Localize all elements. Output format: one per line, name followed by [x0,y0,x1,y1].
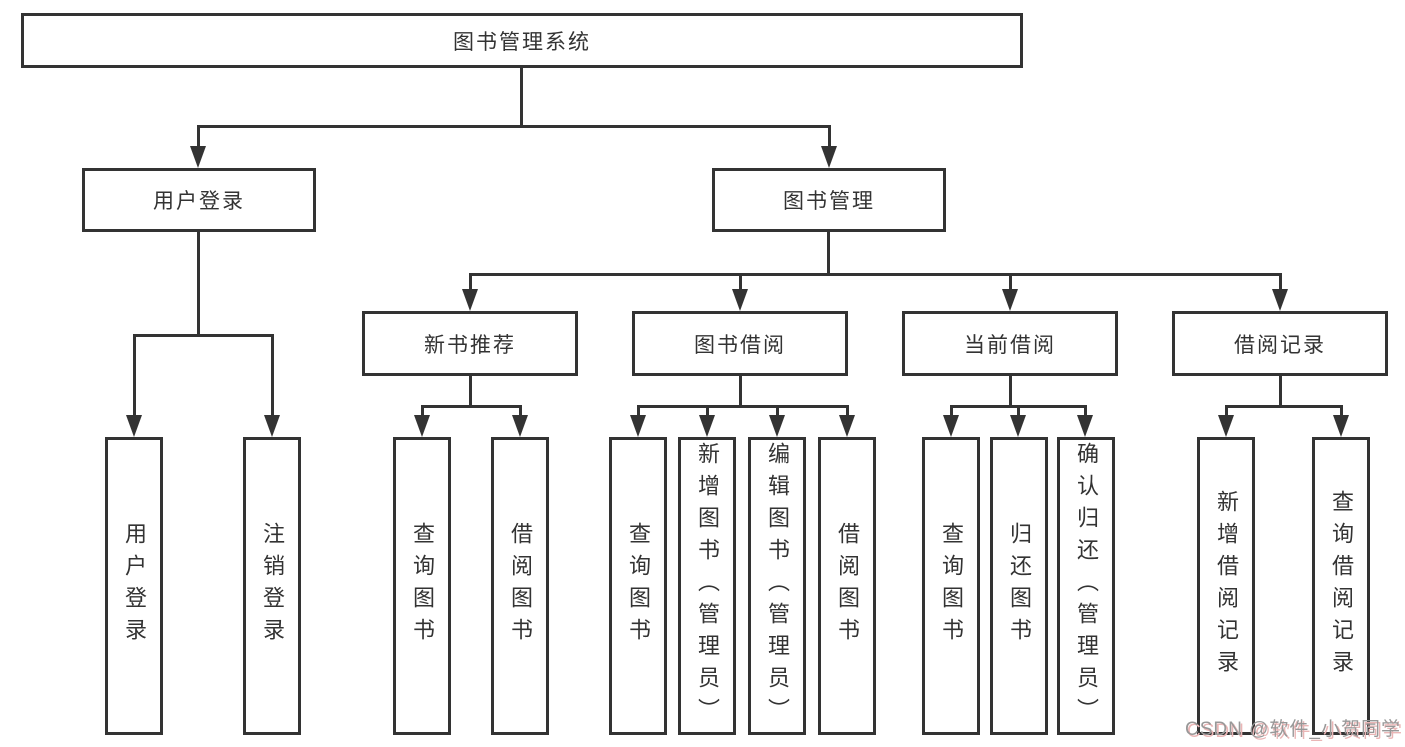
node-new-book-recommend: 新书推荐 [362,311,578,376]
connector-line [271,334,274,417]
connector-arrow [414,415,430,437]
node-new-book-recommend-label: 新书推荐 [424,333,516,357]
connector-arrow [769,415,785,437]
node-current-borrow-label: 当前借阅 [964,333,1056,357]
connector-arrow [1010,415,1026,437]
connector-arrow [1218,415,1234,437]
leaf-logout: 注销登录 [243,437,301,735]
connector-line [197,232,200,334]
node-borrow-records-label: 借阅记录 [1234,333,1326,357]
connector-arrow [1077,415,1093,437]
node-book-management: 图书管理 [712,168,946,232]
leaf-logout-label: 注销登录 [260,522,285,650]
node-user-login-label: 用户登录 [153,190,245,213]
connector-line [197,125,200,148]
connector-line [637,405,849,408]
connector-arrow [190,146,206,168]
connector-line [739,273,742,293]
connector-arrow [126,415,142,437]
leaf-add-book-admin-label: 新增图书（管理员） [695,442,720,730]
connector-line [1225,405,1343,408]
connector-line [421,405,522,408]
connector-line [1009,376,1012,405]
connector-arrow [821,146,837,168]
connector-line [828,125,831,148]
connector-line [197,125,831,128]
connector-arrow [630,415,646,437]
node-current-borrow: 当前借阅 [902,311,1118,376]
leaf-query-books-borrow: 查询图书 [609,437,667,735]
connector-arrow [943,415,959,437]
connector-line [1084,405,1087,417]
connector-arrow [1272,289,1288,311]
connector-line [469,273,1282,276]
connector-line [1340,405,1343,417]
connector-line [739,376,742,405]
leaf-confirm-return-admin: 确认归还（管理员） [1057,437,1115,735]
node-book-borrow-label: 图书借阅 [694,333,786,357]
leaf-query-borrow-record: 查询借阅记录 [1312,437,1370,735]
connector-arrow [1333,415,1349,437]
node-user-login: 用户登录 [82,168,316,232]
leaf-query-books-recommend-label: 查询图书 [410,522,435,650]
leaf-add-borrow-record: 新增借阅记录 [1197,437,1255,735]
connector-line [421,405,424,417]
watermark: CSDN @软件_小贺同学 [1185,719,1401,740]
connector-line [469,273,472,293]
leaf-user-login-label: 用户登录 [122,522,147,650]
connector-line [846,405,849,417]
leaf-query-books-borrow-label: 查询图书 [626,522,651,650]
node-root: 图书管理系统 [21,13,1023,68]
connector-arrow [732,289,748,311]
leaf-query-books-current-label: 查询图书 [939,522,964,650]
leaf-edit-book-admin: 编辑图书（管理员） [748,437,806,735]
leaf-borrow-books: 借阅图书 [818,437,876,735]
connector-arrow [512,415,528,437]
connector-line [776,405,779,417]
connector-arrow [699,415,715,437]
connector-line [1017,405,1020,417]
leaf-add-book-admin: 新增图书（管理员） [678,437,736,735]
leaf-query-books-recommend: 查询图书 [393,437,451,735]
connector-line [1009,273,1012,293]
node-book-borrow: 图书借阅 [632,311,848,376]
connector-arrow [264,415,280,437]
connector-line [827,232,830,273]
leaf-add-borrow-record-label: 新增借阅记录 [1214,490,1239,682]
node-borrow-records: 借阅记录 [1172,311,1388,376]
connector-line [469,376,472,405]
connector-line [520,68,523,125]
connector-line [706,405,709,417]
leaf-borrow-books-recommend-label: 借阅图书 [508,522,533,650]
connector-line [133,334,136,417]
connector-line [519,405,522,417]
leaf-user-login: 用户登录 [105,437,163,735]
connector-arrow [839,415,855,437]
leaf-confirm-return-admin-label: 确认归还（管理员） [1074,442,1099,730]
leaf-edit-book-admin-label: 编辑图书（管理员） [765,442,790,730]
node-book-management-label: 图书管理 [783,190,875,213]
connector-line [1279,273,1282,293]
connector-arrow [462,289,478,311]
connector-line [1279,376,1282,405]
node-root-label: 图书管理系统 [453,30,591,54]
leaf-borrow-books-recommend: 借阅图书 [491,437,549,735]
leaf-query-borrow-record-label: 查询借阅记录 [1329,490,1354,682]
connector-arrow [1002,289,1018,311]
connector-line [133,334,274,337]
connector-line [950,405,953,417]
leaf-query-books-current: 查询图书 [922,437,980,735]
leaf-return-book-label: 归还图书 [1007,522,1032,650]
connector-line [1225,405,1228,417]
leaf-borrow-books-label: 借阅图书 [835,522,860,650]
leaf-return-book: 归还图书 [990,437,1048,735]
connector-line [637,405,640,417]
